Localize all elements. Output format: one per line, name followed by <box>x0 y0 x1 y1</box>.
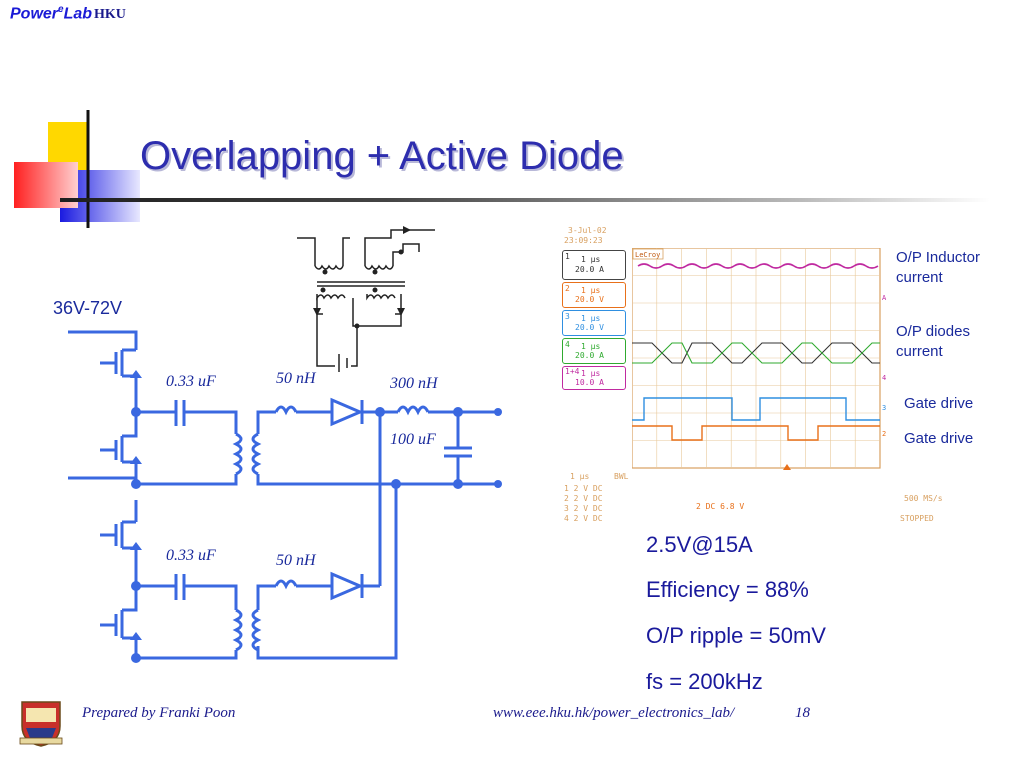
svg-text:2: 2 <box>882 430 886 438</box>
scope-row-2: 2 2 V DC <box>564 494 603 503</box>
scope-date: 3-Jul-02 <box>568 226 607 235</box>
svg-text:A: A <box>882 294 887 302</box>
scope-brand: LeCroy <box>635 251 660 259</box>
annotation-op-inductor: O/P Inductor current <box>896 249 980 286</box>
scope-status: STOPPED <box>900 514 934 523</box>
footer-url[interactable]: www.eee.hku.hk/power_electronics_lab/ <box>493 705 735 721</box>
scope-channel-1: 1 1 μs 20.0 A <box>562 250 626 280</box>
overlapping-converter-circuit <box>68 330 502 663</box>
capacitor-label-2: 0.33 uF <box>166 547 216 564</box>
annotation-gate-drive-1: Gate drive <box>904 395 974 412</box>
decorative-squares <box>14 110 140 228</box>
svg-text:4: 4 <box>882 374 886 382</box>
scope-bwl: BWL <box>614 472 629 481</box>
inductor-label-1: 50 nH <box>276 370 316 387</box>
title-divider <box>60 198 990 202</box>
inductor-label-2: 50 nH <box>276 552 316 569</box>
scope-row-1: 1 2 V DC <box>564 484 603 493</box>
scope-timebase: 1 μs <box>570 472 590 481</box>
annotation-gate-drive-2: Gate drive <box>904 430 974 447</box>
spec-output: 2.5V@15A <box>646 532 753 557</box>
scope-waveforms: LeCroy A 4 3 2 <box>632 248 887 470</box>
scope-row-3: 3 2 V DC <box>564 504 603 513</box>
scope-channel-4: 4 1 μs 20.0 A <box>562 338 626 364</box>
output-capacitor-label: 100 uF <box>390 431 436 448</box>
scope-channel-2: 2 1 μs 20.0 V <box>562 282 626 308</box>
oscilloscope-capture: 3-Jul-02 23:09:23 1 1 μs 20.0 A 2 1 μs 2… <box>560 226 943 526</box>
spec-ripple: O/P ripple = 50mV <box>646 623 826 648</box>
university-crest-icon <box>19 701 63 747</box>
scope-channel-list: 1 1 μs 20.0 A 2 1 μs 20.0 V 3 1 μs 20.0 … <box>562 250 626 390</box>
scope-row-4: 4 2 V DC <box>564 514 603 523</box>
synchronous-rectifier-schematic <box>297 226 435 372</box>
output-inductor-label: 300 nH <box>390 375 438 392</box>
footer-prepared-by: Prepared by Franki Poon <box>82 705 236 721</box>
spec-switching-frequency: fs = 200kHz <box>646 669 763 694</box>
scope-channel-3: 3 1 μs 20.0 V <box>562 310 626 336</box>
capacitor-label-1: 0.33 uF <box>166 373 216 390</box>
scope-sample-rate: 500 MS/s <box>904 494 943 503</box>
slide-title: Overlapping + Active Diode <box>140 134 624 178</box>
scope-time: 23:09:23 <box>564 236 603 245</box>
footer-page-number: 18 <box>795 705 810 721</box>
input-voltage-label: 36V-72V <box>53 298 123 318</box>
annotation-op-diodes: O/P diodes current <box>896 323 970 360</box>
spec-efficiency: Efficiency = 88% <box>646 577 809 602</box>
scope-trigger: 2 DC 6.8 V <box>696 502 745 511</box>
scope-channel-math: 1+4 1 μs 10.0 A <box>562 366 626 390</box>
svg-text:3: 3 <box>882 404 886 412</box>
